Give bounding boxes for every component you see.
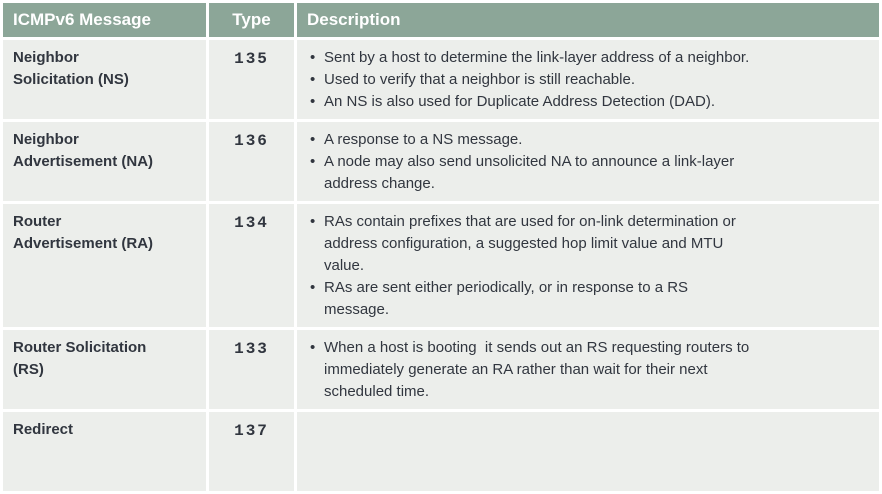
description-cell: RAs contain prefixes that are used for o… (297, 204, 879, 327)
bullet-item: RAs contain prefixes that are used for o… (307, 211, 871, 277)
bullet-list: When a host is booting it sends out an R… (307, 337, 871, 403)
type-cell: 136 (209, 122, 294, 201)
message-cell: Neighbor Advertisement (NA) (3, 122, 206, 201)
table-row-redirect: Redirect 137 (3, 412, 879, 491)
table-row-router-advertisement: Router Advertisement (RA) 134 RAs contai… (3, 204, 879, 327)
bullet-list: RAs contain prefixes that are used for o… (307, 211, 871, 321)
bullet-item: Sent by a host to determine the link-lay… (307, 47, 871, 69)
description-cell: A response to a NS message. A node may a… (297, 122, 879, 201)
message-cell: Neighbor Solicitation (NS) (3, 40, 206, 119)
message-cell: Router Solicitation (RS) (3, 330, 206, 409)
bullet-item: RAs are sent either periodically, or in … (307, 277, 871, 321)
type-cell: 137 (209, 412, 294, 491)
bullet-item: An NS is also used for Duplicate Address… (307, 91, 871, 113)
bullet-list: A response to a NS message. A node may a… (307, 129, 871, 195)
table-row-neighbor-advertisement: Neighbor Advertisement (NA) 136 A respon… (3, 122, 879, 201)
header-row: ICMPv6 Message Type Description (3, 3, 879, 37)
bullet-list: Sent by a host to determine the link-lay… (307, 47, 871, 113)
message-cell: Router Advertisement (RA) (3, 204, 206, 327)
description-cell: When a host is booting it sends out an R… (297, 330, 879, 409)
message-cell: Redirect (3, 412, 206, 491)
type-cell: 135 (209, 40, 294, 119)
table-row-router-solicitation: Router Solicitation (RS) 133 When a host… (3, 330, 879, 409)
bullet-item: A node may also send unsolicited NA to a… (307, 151, 871, 195)
bullet-item: A response to a NS message. (307, 129, 871, 151)
bullet-item: Used to verify that a neighbor is still … (307, 69, 871, 91)
type-cell: 134 (209, 204, 294, 327)
column-header-description: Description (297, 3, 879, 37)
description-cell: Sent by a host to determine the link-lay… (297, 40, 879, 119)
column-header-message: ICMPv6 Message (3, 3, 206, 37)
table-row-neighbor-solicitation: Neighbor Solicitation (NS) 135 Sent by a… (3, 40, 879, 119)
bullet-item: When a host is booting it sends out an R… (307, 337, 871, 403)
type-cell: 133 (209, 330, 294, 409)
description-cell (297, 412, 879, 491)
column-header-type: Type (209, 3, 294, 37)
